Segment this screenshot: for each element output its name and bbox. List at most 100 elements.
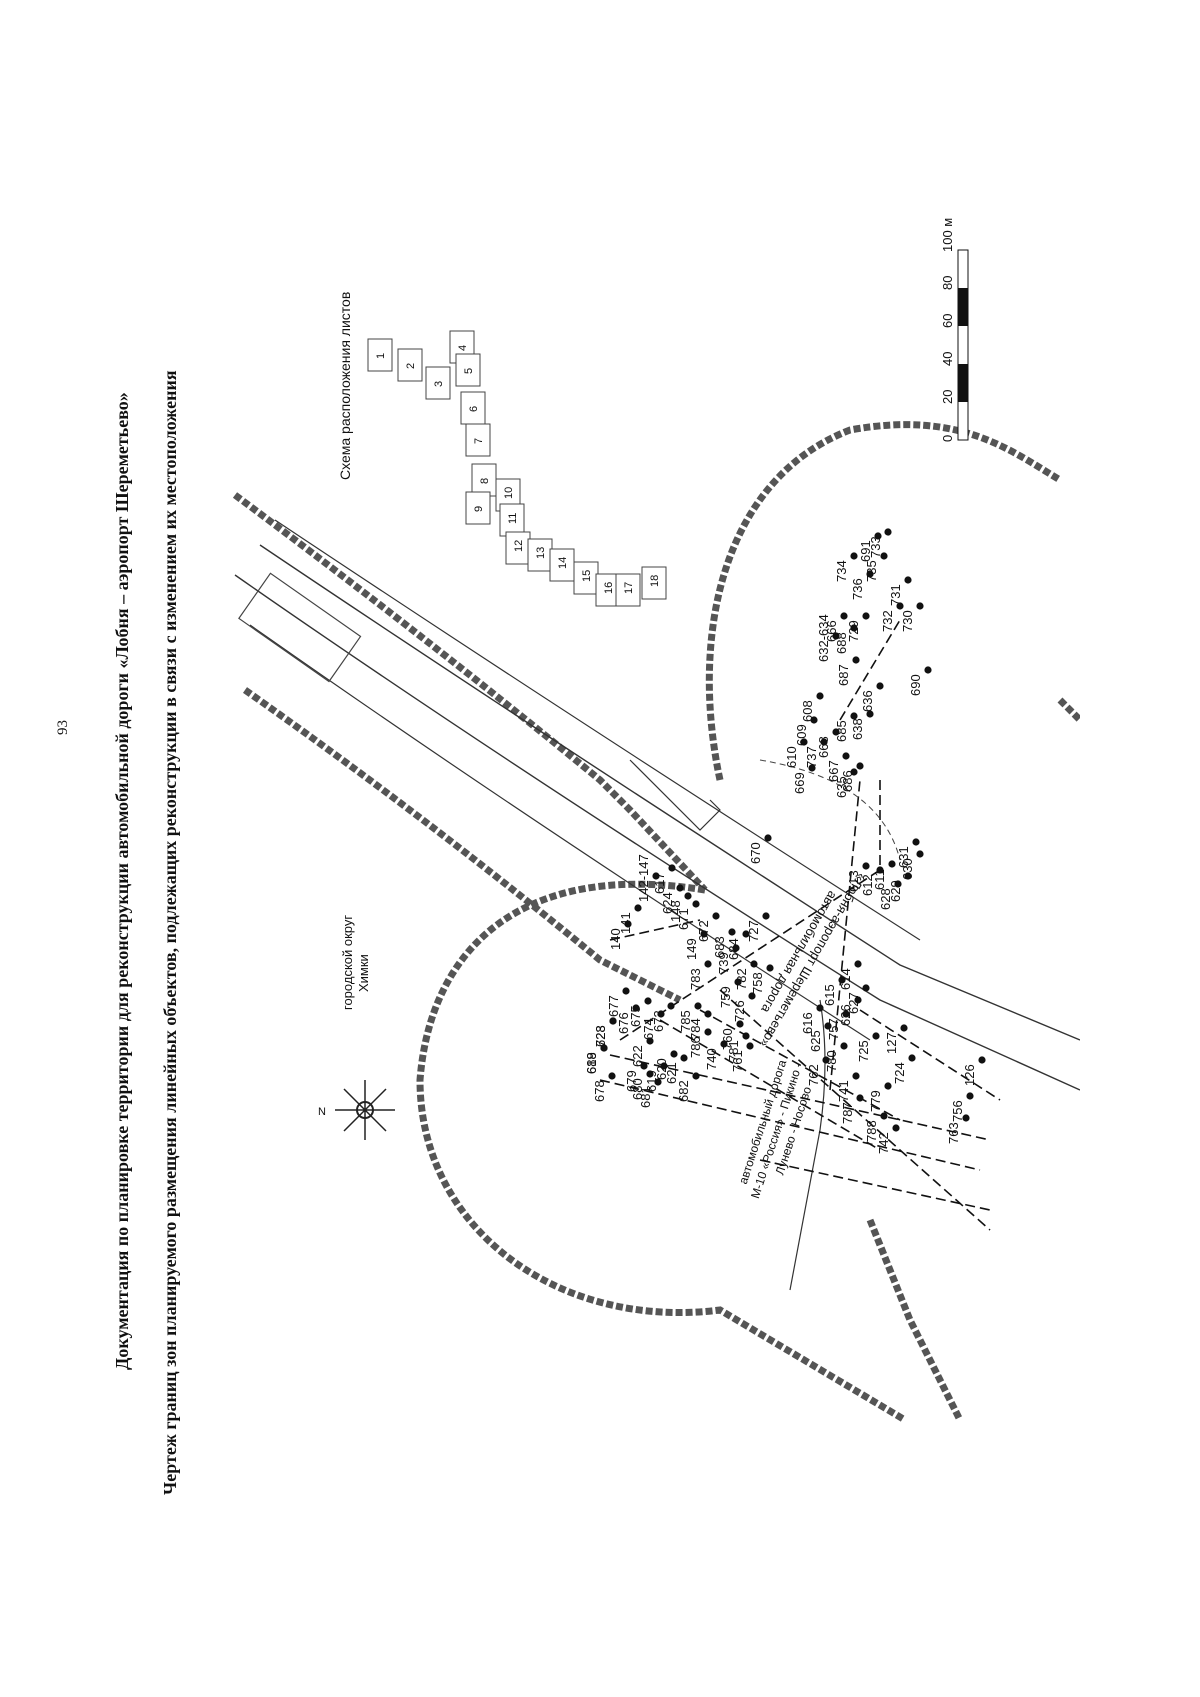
survey-point-marker [832,632,840,640]
survey-point-label: 671 [676,908,691,930]
survey-point-marker [840,612,848,620]
survey-point-label: 679 [624,1070,639,1092]
compass-rose [335,1080,395,1140]
survey-point-marker [904,576,912,584]
survey-point-label: 611 [872,869,887,890]
survey-point-label: 674 [641,1018,656,1040]
survey-point-label: 739 [716,952,731,974]
survey-point-marker [874,532,882,540]
survey-point-label: 610 [784,746,799,768]
scale-tick-label: 20 [940,390,955,404]
survey-point-marker [862,984,870,992]
survey-point-marker [822,1056,830,1064]
survey-point-marker [810,716,818,724]
survey-point-marker [832,728,840,736]
survey-point-label: 729 [846,620,861,642]
survey-point-marker [872,1032,880,1040]
survey-point-marker [900,1024,908,1032]
inset-sheet-label: 7 [473,438,485,444]
survey-point-marker [966,1092,974,1100]
survey-point-marker [840,1042,848,1050]
survey-point-label: 780 [824,1050,839,1072]
survey-point-label: 683 [712,936,727,958]
survey-point-label: 785 [678,1010,693,1032]
survey-point-label: 148 [668,900,683,922]
scale-tick-label: 60 [940,314,955,328]
survey-point-marker [924,666,932,674]
survey-point-label: 127 [884,1032,899,1054]
survey-point-marker [842,1010,850,1018]
inset-sheet-label: 6 [468,406,480,412]
survey-point-marker [704,960,712,968]
survey-point-marker [962,1114,970,1122]
survey-point-label: 126 [962,1064,977,1086]
survey-point-marker [762,912,770,920]
survey-point-marker [622,987,630,995]
survey-point-marker [640,1062,648,1070]
survey-point-label: 609 [794,724,809,746]
survey-point-marker [856,762,864,770]
inset-sheet-box [367,338,393,372]
survey-point-label: 682 [676,1080,691,1102]
survey-point-label: 621 [664,1062,679,1084]
survey-point-marker [978,1056,986,1064]
survey-point-label: 762 [806,1064,821,1086]
survey-point-label: 761 [730,1050,745,1072]
survey-point-marker [746,1042,754,1050]
survey-point-marker [816,692,824,700]
survey-point-label: 140 [608,928,623,950]
survey-point-marker [842,752,850,760]
inset-sheet-label: 5 [463,368,475,374]
survey-point-marker [670,1050,678,1058]
zone-boundary-left [232,492,708,893]
inset-sheet-box [425,366,451,400]
survey-point-label: 724 [892,1062,907,1084]
survey-point-label: 668 [816,736,831,758]
survey-point-label: 733 [868,536,883,558]
zone-boundary-circle-west [416,880,907,1424]
inset-sheet-label: 4 [457,345,469,351]
road-edge [274,519,921,941]
survey-point-marker [854,996,862,1004]
survey-point-label: 730 [900,610,915,632]
survey-point-label: 787 [840,1102,855,1124]
inset-sheet-label: 9 [473,506,485,512]
survey-point-marker [850,712,858,720]
survey-point-marker [657,1010,665,1018]
survey-point-label: 615 [822,984,837,1006]
survey-point-label: 638 [850,718,865,740]
survey-point-label: 669 [792,772,807,794]
survey-point-label: 623 [593,1025,608,1047]
road-edge [234,574,1080,1091]
district-label: городской округ [340,915,355,1010]
survey-point-marker [852,656,860,664]
survey-point-marker [880,552,888,560]
survey-point-marker [876,682,884,690]
inset-sheet-label: 11 [507,513,519,524]
survey-point-marker [624,920,632,928]
survey-point-label: 672 [696,920,711,942]
survey-point-label: 616 [800,1012,815,1034]
survey-point-label: 759 [718,986,733,1008]
survey-point-label: 725 [856,1040,871,1062]
survey-point-marker [908,1054,916,1062]
scale-bar [957,249,969,441]
survey-point-label: 676 [616,1012,631,1034]
survey-point-marker [700,930,708,938]
survey-point-label: 619 [644,1070,659,1092]
survey-point-label: 734 [834,560,849,582]
survey-point-label: 726 [732,1000,747,1022]
inset-sheet-box [499,503,525,537]
survey-point-marker [854,960,862,968]
survey-point-marker [742,1032,750,1040]
survey-point-label: 736 [850,578,865,600]
district-name: Химки [356,954,371,992]
survey-point-label: 612 [860,874,875,896]
survey-point-label: 618 [584,1052,599,1074]
survey-point-marker [824,1022,832,1030]
survey-point-marker [820,738,828,746]
zone-boundary-circle-east [705,421,1062,781]
survey-point-marker [748,992,756,1000]
survey-point-marker [912,838,920,846]
survey-point-label: 728 [593,1025,608,1047]
